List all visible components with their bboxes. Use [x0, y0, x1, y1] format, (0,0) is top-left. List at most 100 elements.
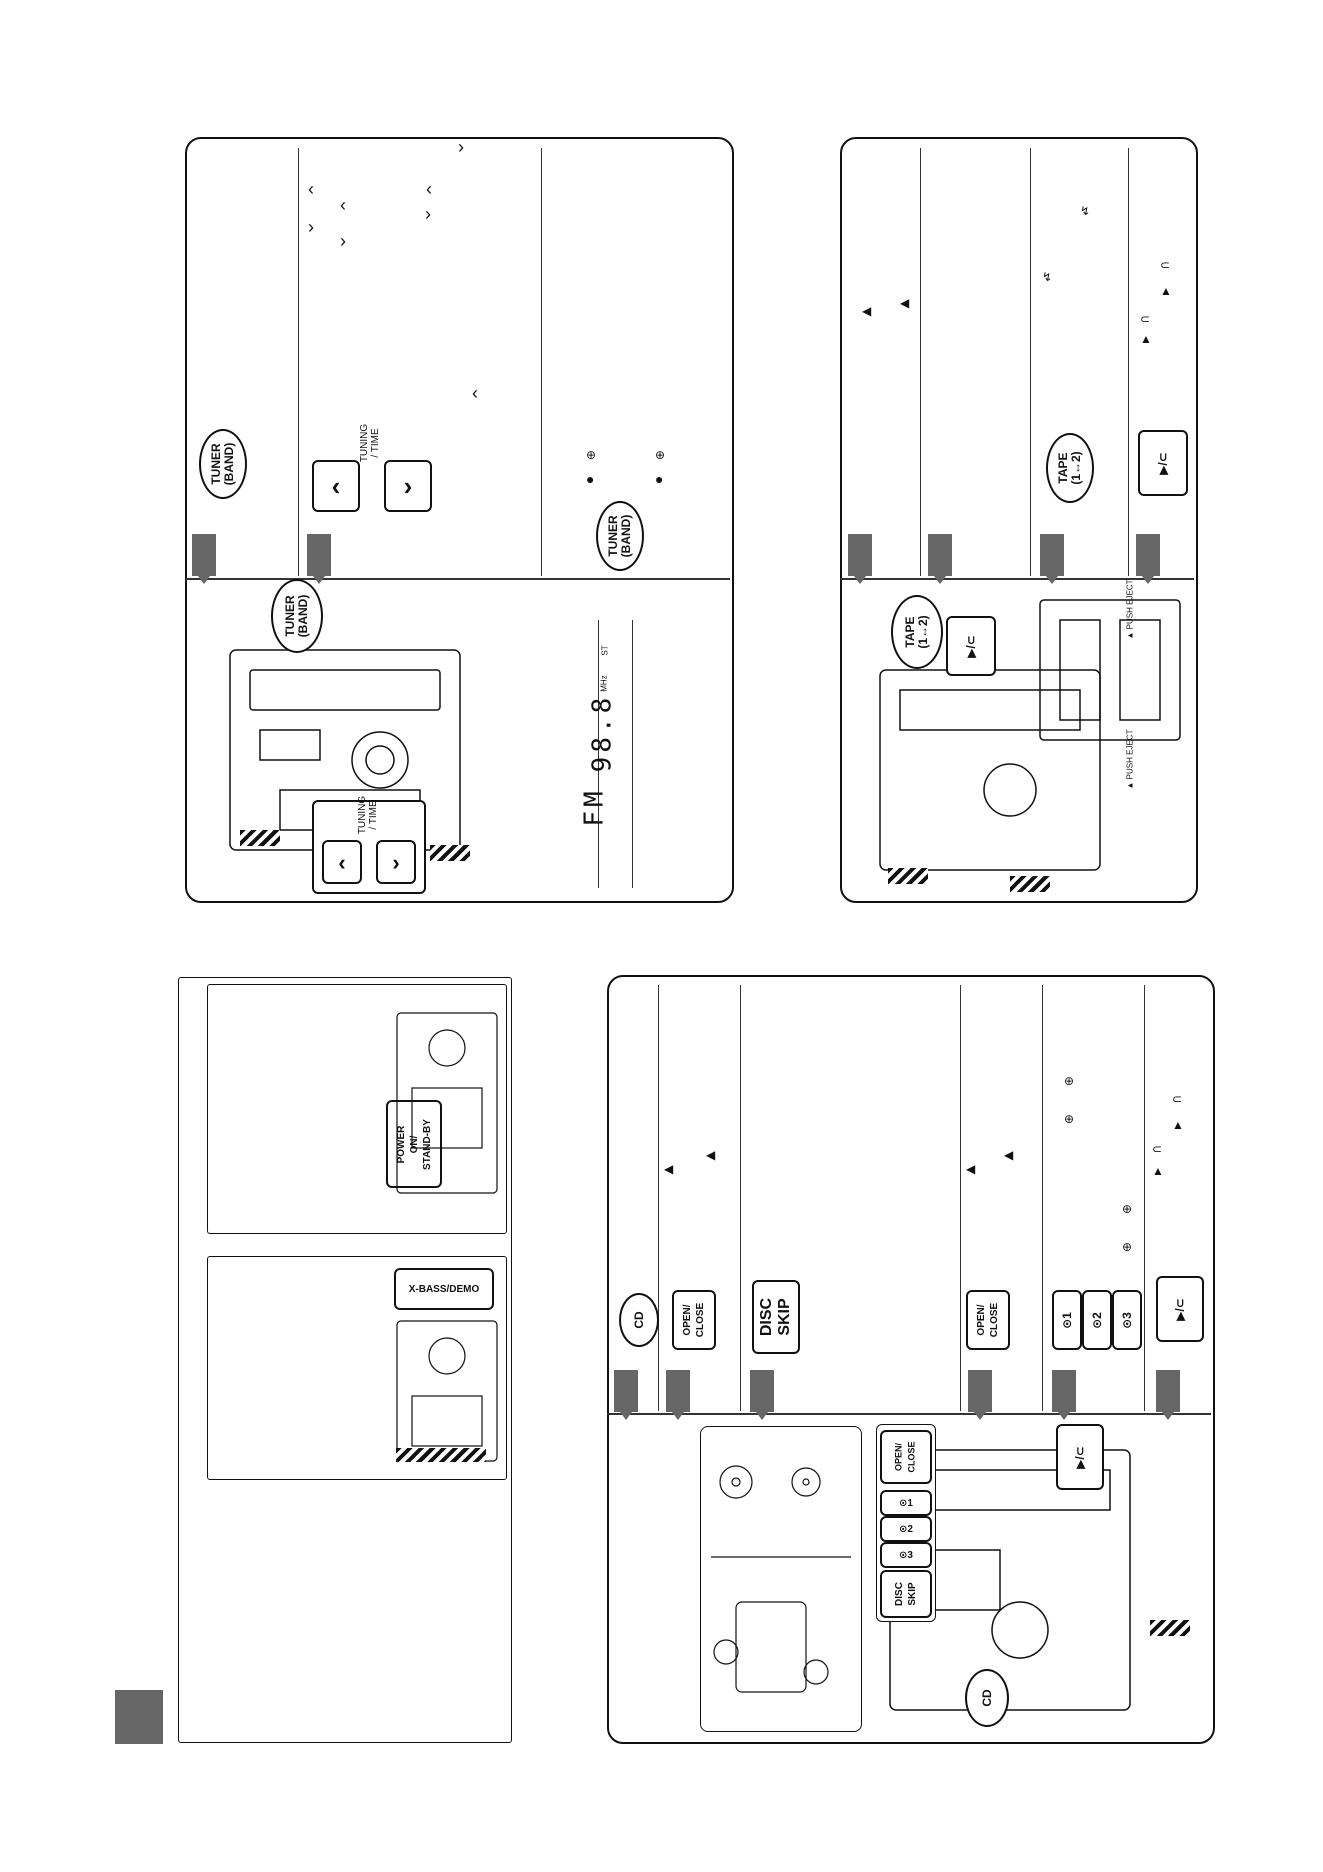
eject-icon: ◀: [706, 1148, 716, 1162]
step-marker: [968, 1370, 992, 1420]
power-button[interactable]: POWER ON/ STAND-BY: [386, 1100, 442, 1188]
bullet-icon: ●: [586, 471, 595, 487]
tape-step-divider: [1030, 148, 1031, 576]
xbass-device-illustration: [396, 1320, 498, 1462]
display-unit: MHz: [599, 675, 609, 692]
tape-step-divider: [1128, 148, 1129, 576]
disc-skip-callout[interactable]: DISC SKIP: [880, 1570, 932, 1618]
tape-step-divider: [920, 148, 921, 576]
open-close-button[interactable]: OPEN/ CLOSE: [672, 1290, 716, 1350]
chevron-icon: ‹: [340, 195, 346, 215]
cd-step-divider: [960, 985, 961, 1411]
chevron-icon: ‹: [472, 383, 478, 403]
tuning-down-callout[interactable]: ‹: [322, 840, 362, 884]
direction-icon: ↯: [1080, 204, 1091, 218]
tape-section-divider: [840, 578, 1194, 580]
xbass-demo-button[interactable]: X-BASS/DEMO: [394, 1268, 494, 1310]
disc-3-callout[interactable]: ⊙3: [880, 1542, 932, 1568]
step-marker: [192, 534, 216, 584]
disc-tray-drawing: [711, 1465, 851, 1693]
eject-icon: ◀: [664, 1162, 674, 1176]
display-line: [632, 620, 633, 888]
step-marker: [307, 534, 331, 584]
tape-play-callout[interactable]: ▶/⊂: [946, 616, 996, 676]
tape-button[interactable]: TAPE (1↔2): [1046, 433, 1094, 503]
speaker-grille: [396, 1448, 486, 1462]
speaker-grille: [1010, 876, 1050, 892]
tape-panel: [840, 137, 1198, 903]
direction-icon: ↯: [1042, 270, 1053, 284]
step-marker: [1052, 1370, 1076, 1420]
reverse-icon: ⊂: [1140, 312, 1151, 326]
tape-callout-button[interactable]: TAPE (1↔2): [891, 595, 943, 669]
speaker-grille: [888, 868, 928, 884]
disc-3-button[interactable]: ⊙3: [1112, 1290, 1142, 1350]
reverse-icon: ⊂: [1160, 258, 1171, 272]
power-device-illustration: [396, 1012, 498, 1194]
tuning-up-button[interactable]: ›: [384, 460, 432, 512]
tuning-time-callout-label: TUNING / TIME: [357, 795, 379, 835]
chevron-icon: ‹: [426, 179, 432, 199]
tuner-step-divider: [298, 148, 299, 576]
cd-step-divider: [1144, 985, 1145, 1411]
eject-icon: ◀: [862, 304, 872, 318]
chevron-icon: ›: [340, 231, 346, 251]
step-marker: [1156, 1370, 1180, 1420]
play-icon: ▲: [1152, 1164, 1164, 1178]
chevron-icon: ‹: [308, 179, 314, 199]
memory-icon: ⊕: [586, 448, 597, 462]
cd-button[interactable]: CD: [619, 1293, 659, 1347]
step-marker: [928, 534, 952, 584]
reverse-icon: ⊂: [1172, 1092, 1183, 1106]
cd-section-divider: [607, 1413, 1211, 1415]
step-marker: [1040, 534, 1064, 584]
disc-2-callout[interactable]: ⊙2: [880, 1516, 932, 1542]
tuning-time-label: TUNING / TIME: [359, 423, 381, 463]
disc-icon: ⊕: [1064, 1112, 1075, 1126]
disc-1-button[interactable]: ⊙1: [1052, 1290, 1082, 1350]
tuner-section-divider: [185, 578, 730, 580]
disc-icon: ⊕: [1122, 1240, 1133, 1254]
disc-icon: ⊕: [1064, 1074, 1075, 1088]
eject-label-1: ▲ PUSH EJECT: [1125, 579, 1135, 640]
cd-play-callout[interactable]: ▶/⊂: [1056, 1424, 1104, 1490]
speaker-grille: [240, 830, 280, 846]
tuner-band-button[interactable]: TUNER (BAND): [199, 429, 247, 499]
memory-icon: ⊕: [655, 448, 666, 462]
tuning-up-callout[interactable]: ›: [376, 840, 416, 884]
display-line: [598, 620, 599, 888]
open-close-callout[interactable]: OPEN/ CLOSE: [880, 1430, 932, 1484]
eject-icon: ◀: [900, 296, 910, 310]
eject-icon: ◀: [966, 1162, 976, 1176]
cd-step-divider: [1042, 985, 1043, 1411]
tuning-down-button[interactable]: ‹: [312, 460, 360, 512]
reverse-icon: ⊂: [1152, 1142, 1163, 1156]
page-number-box: [115, 1690, 163, 1744]
tape-play-button[interactable]: ▶/⊂: [1138, 430, 1188, 496]
power-box: [207, 984, 507, 1234]
tape-deck-illustration: [879, 599, 1181, 871]
play-icon: ▲: [1160, 284, 1172, 298]
speaker-grille: [1150, 1620, 1190, 1636]
disc-skip-button[interactable]: DISC SKIP: [752, 1280, 800, 1354]
disc-2-button[interactable]: ⊙2: [1082, 1290, 1112, 1350]
cd-step-divider: [740, 985, 741, 1411]
chevron-icon: ›: [425, 204, 431, 224]
step-marker: [614, 1370, 638, 1420]
play-icon: ▲: [1140, 332, 1152, 346]
cd-callout-button[interactable]: CD: [965, 1669, 1009, 1727]
bullet-icon: ●: [655, 471, 664, 487]
eject-label-2: ▲ PUSH EJECT: [1125, 729, 1135, 790]
tuner-band-callout[interactable]: TUNER (BAND): [271, 579, 323, 653]
disc-1-callout[interactable]: ⊙1: [880, 1490, 932, 1516]
speaker-grille: [430, 845, 470, 861]
play-icon: ▲: [1172, 1118, 1184, 1132]
cd-play-button[interactable]: ▶/⊂: [1156, 1276, 1204, 1342]
step-marker: [848, 534, 872, 584]
open-close-button-2[interactable]: OPEN/ CLOSE: [966, 1290, 1010, 1350]
tuner-band-button[interactable]: TUNER (BAND): [596, 501, 644, 571]
step-marker: [1136, 534, 1160, 584]
disc-loading-illustration: [700, 1426, 862, 1732]
eject-icon: ◀: [1004, 1148, 1014, 1162]
step-marker: [750, 1370, 774, 1420]
